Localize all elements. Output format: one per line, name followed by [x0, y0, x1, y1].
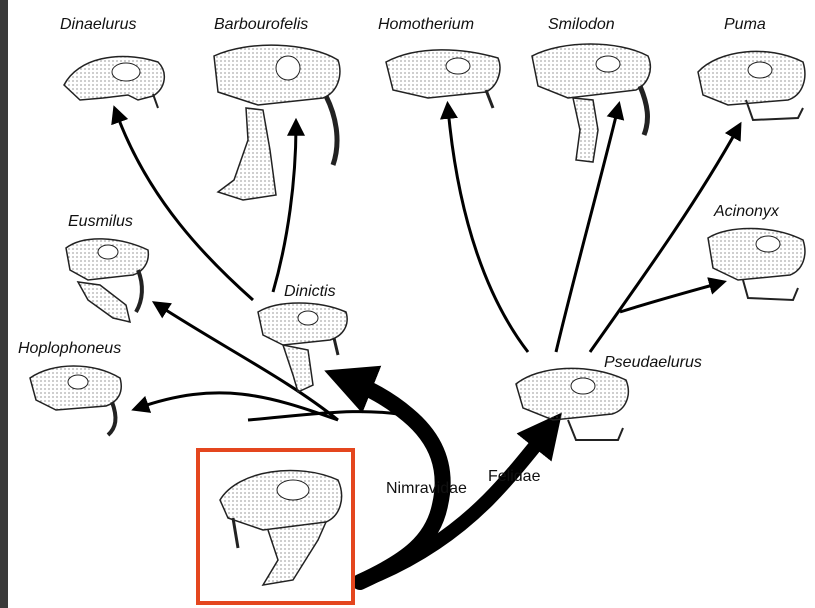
- phylogeny-panel: Dinaelurus Barbourofelis Homotherium Smi…: [8, 0, 815, 608]
- skull-dinaelurus: [64, 57, 164, 108]
- ancestor-highlight-box: [196, 448, 355, 605]
- skull-barbourofelis: [214, 45, 340, 200]
- skull-smilodon: [532, 44, 650, 162]
- label-hoplophoneus: Hoplophoneus: [18, 340, 121, 358]
- label-dinaelurus: Dinaelurus: [60, 16, 136, 34]
- label-barbourofelis: Barbourofelis: [214, 16, 308, 34]
- skull-acinonyx: [708, 228, 805, 300]
- skull-pseudaelurus: [516, 368, 628, 440]
- skull-puma: [698, 51, 805, 120]
- label-dinictis: Dinictis: [284, 283, 336, 301]
- skull-dinictis: [258, 303, 347, 392]
- label-felidae: Felidae: [488, 468, 540, 486]
- skull-homotherium: [386, 50, 500, 108]
- skull-hoplophoneus: [30, 366, 121, 435]
- label-acinonyx: Acinonyx: [714, 203, 779, 221]
- label-homotherium: Homotherium: [378, 16, 474, 34]
- label-eusmilus: Eusmilus: [68, 213, 133, 231]
- label-pseudaelurus: Pseudaelurus: [604, 354, 702, 372]
- label-nimravidae: Nimravidae: [386, 480, 467, 498]
- label-puma: Puma: [724, 16, 766, 34]
- skull-eusmilus: [66, 239, 148, 322]
- label-smilodon: Smilodon: [548, 16, 615, 34]
- phylogeny-diagram: [8, 0, 815, 608]
